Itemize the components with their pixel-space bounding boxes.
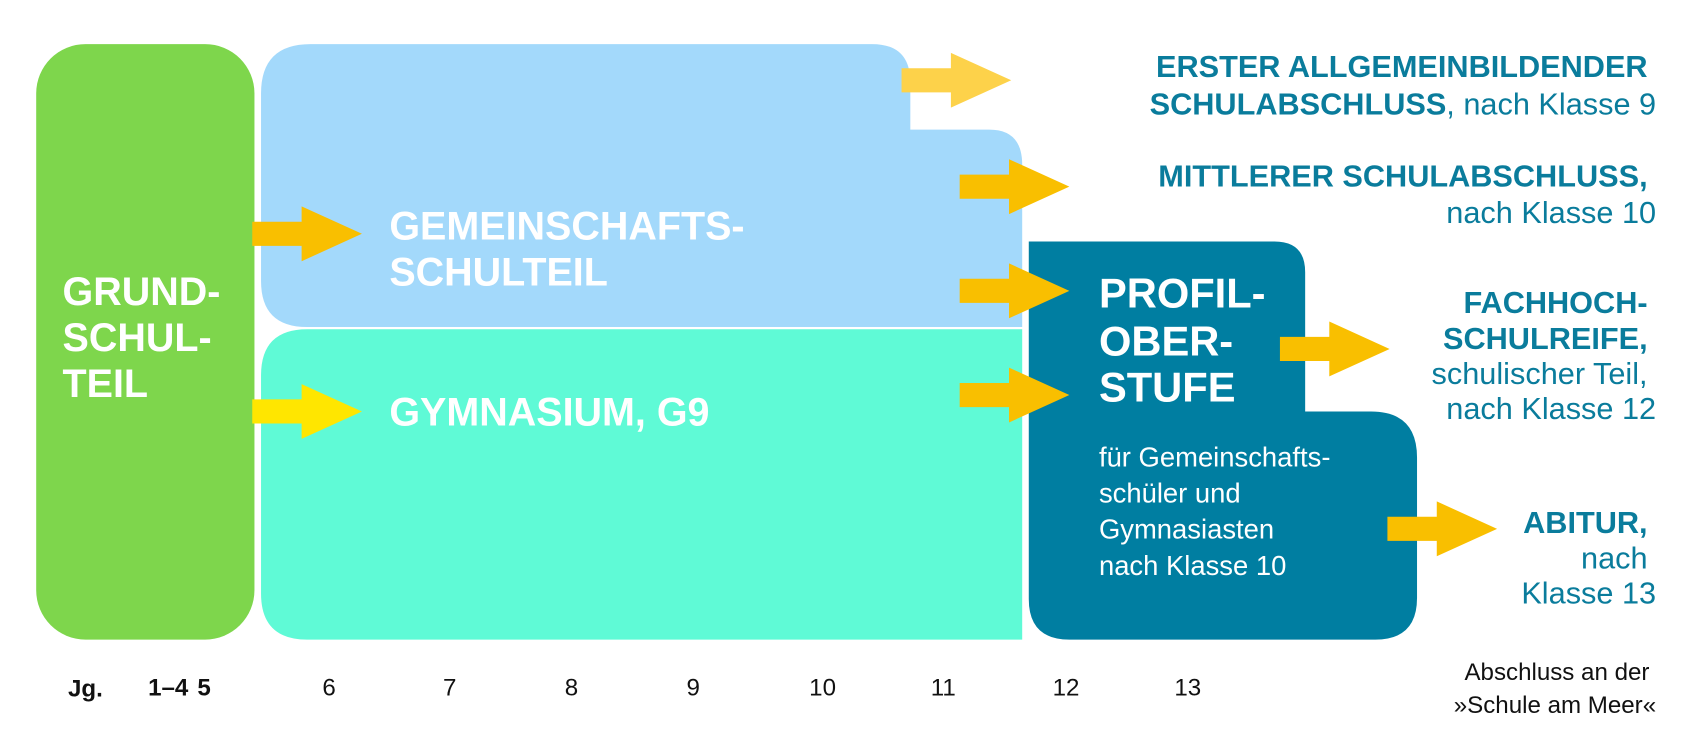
gemeinschaftsschule-box	[261, 44, 1023, 328]
arrow-to-gymnasium-icon	[252, 384, 362, 439]
grundschule-label: GRUND- SCHUL- TEIL	[63, 270, 232, 406]
arrow-gemeinschaft-to-oberstufe-icon	[959, 263, 1070, 319]
tick-1-4: 1–4	[148, 675, 189, 702]
oberstufe-title: PROFIL- OBER- STUFE	[1099, 269, 1277, 410]
axis-label: Jg.	[68, 676, 103, 703]
arrow-gymnasium-to-oberstufe-icon	[959, 367, 1070, 423]
oberstufe-note: für Gemeinschafts- schüler und Gymnasias…	[1099, 441, 1338, 581]
arrow-to-msa-icon	[959, 159, 1070, 215]
tick-13: 13	[1174, 675, 1201, 702]
outcome-esa: ERSTER ALLGEMEINBILDENDER SCHULABSCHLUSS…	[1150, 49, 1656, 121]
outcome-abitur: ABITUR, nach Klasse 13	[1521, 505, 1656, 610]
arrow-to-abitur-icon	[1387, 501, 1498, 557]
oberstufe-box	[1028, 241, 1418, 640]
tick-8: 8	[565, 675, 578, 702]
outcome-fachhochschulreife: FACHHOCH- SCHULREIFE, schulischer Teil, …	[1432, 285, 1657, 426]
tick-10: 10	[809, 675, 836, 702]
tick-6: 6	[322, 675, 335, 702]
tick-5: 5	[197, 675, 210, 702]
gymnasium-label: GYMNASIUM, G9	[389, 391, 709, 435]
grundschule-box	[36, 44, 255, 640]
arrow-to-fachhochschulreife-icon	[1279, 321, 1390, 377]
tick-12: 12	[1053, 675, 1080, 702]
tick-9: 9	[686, 675, 699, 702]
gemeinschaftsschule-label: GEMEINSCHAFTS- SCHULTEIL	[389, 204, 755, 294]
tick-7: 7	[443, 675, 456, 702]
tick-11: 11	[931, 675, 956, 702]
arrow-to-esa-icon	[901, 52, 1012, 108]
gymnasium-box	[261, 329, 1023, 640]
arrow-to-gemeinschaftsschule-icon	[252, 206, 362, 262]
axis-footer: Abschluss an der »Schule am Meer«	[1454, 659, 1656, 719]
outcome-msa: MITTLERER SCHULABSCHLUSS, nach Klasse 10	[1158, 159, 1656, 230]
